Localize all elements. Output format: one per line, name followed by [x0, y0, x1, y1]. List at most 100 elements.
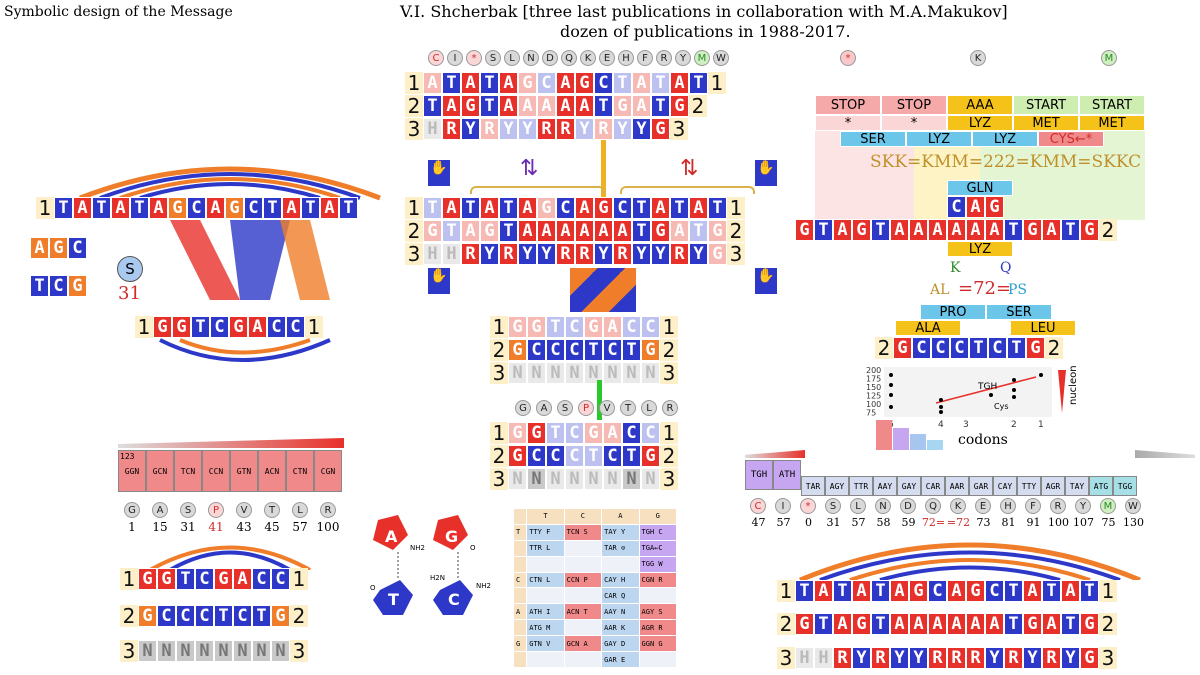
nucleotide: G [795, 219, 814, 241]
codon-cell: CAY [993, 476, 1017, 496]
nucleotide: T [814, 219, 833, 241]
nucleotide: C [556, 197, 575, 219]
nucleotide: A [442, 197, 461, 219]
row-number: 3 [1099, 647, 1117, 669]
table-cell [638, 587, 678, 605]
label-row2: MET [1013, 115, 1079, 131]
nucleotide: T [301, 197, 320, 219]
codons-label: codons [958, 432, 1008, 448]
nucleotide: T [795, 580, 814, 602]
row-number: 1 [405, 72, 423, 94]
amino-acid-circle: L [850, 498, 866, 514]
nucleotide: T [214, 605, 233, 627]
label-aaa: AAA [947, 95, 1013, 115]
nucleotide: G [641, 339, 660, 361]
nucleotide: T [499, 220, 518, 242]
table-header: G [638, 508, 678, 525]
nucleotide: Y [632, 118, 651, 140]
amino-acid-circle: H [1000, 498, 1016, 514]
nucleotide: A [928, 613, 947, 635]
codon-cell: AAY [873, 476, 897, 496]
nucleotide: R [871, 647, 890, 669]
table-cell: ACN T [563, 603, 603, 621]
nucleotide: T [252, 605, 271, 627]
nucleotide: A [985, 613, 1004, 635]
index-label: 123 [120, 452, 135, 461]
codon-number: 15 [152, 520, 168, 534]
nucleotide: A [890, 580, 909, 602]
codon-number: 45 [264, 520, 280, 534]
row-number: 3 [490, 468, 508, 490]
nucleotide: A [556, 220, 575, 242]
row-number: 2 [875, 337, 893, 359]
nucleotide: A [1023, 580, 1042, 602]
nucleotide: A [689, 197, 708, 219]
row-number: 2 [490, 445, 508, 467]
nucleotide: A [537, 220, 556, 242]
row-number: 3 [777, 647, 795, 669]
table-cell: TTR L [526, 539, 565, 557]
nucleotide: T [176, 568, 195, 590]
codon-number: 58 [876, 516, 891, 529]
green-marker [597, 380, 602, 420]
nucleotide: G [508, 339, 527, 361]
amino-acid-circle: Y [675, 50, 691, 66]
nucleotide: C [594, 72, 613, 94]
nucleotide: G [966, 580, 985, 602]
nucleotide: R [670, 243, 689, 265]
nucleotide: C [988, 337, 1007, 359]
nucleotide: A [248, 316, 267, 338]
row-number: 2 [405, 220, 423, 242]
nucleotide: G [172, 316, 191, 338]
nucleotide: A [575, 95, 594, 117]
table-cell [512, 619, 528, 637]
table-cell [563, 539, 603, 557]
codon-cell: GTN [230, 450, 258, 492]
codon-cell: TAY [1065, 476, 1089, 496]
codon-number: 91 [1026, 516, 1041, 529]
row-number: 1 [135, 316, 153, 338]
nucleotide: T [651, 72, 670, 94]
nucleotide: A [442, 95, 461, 117]
amino-acid-circle: G [124, 502, 140, 518]
row-number: 2 [660, 339, 678, 361]
nucleotide: N [233, 640, 252, 662]
codon-cell: AGR [1041, 476, 1065, 496]
nucleotide: C [176, 605, 195, 627]
nucleotide: G [225, 197, 244, 219]
nucleotide: N [565, 362, 584, 384]
table-cell [563, 651, 603, 668]
nucleotide: R [499, 243, 518, 265]
nucleotide: Y [613, 118, 632, 140]
codon-cell: AAR [945, 476, 969, 496]
table-cell: C [512, 571, 528, 589]
amino-acid-circle: T [620, 400, 636, 416]
codon-bars [910, 434, 926, 450]
codon-number: 43 [236, 520, 252, 534]
nucleotide: Y [575, 118, 594, 140]
table-cell [526, 587, 565, 605]
row-number: 1 [120, 568, 138, 590]
nucleotide: A [890, 219, 909, 241]
amino-acid-circle: I [775, 498, 791, 514]
x-tick-label: 2 [1011, 420, 1017, 430]
nucleotide: G [708, 243, 727, 265]
nucleotide: A [966, 196, 985, 218]
nucleotide: C [195, 568, 214, 590]
nucleotide: R [1004, 647, 1023, 669]
row-number: 2 [689, 95, 707, 117]
nucleotide: N [641, 362, 660, 384]
amino-acid-circle: M [1100, 498, 1116, 514]
hand-icon: ✋ [428, 160, 450, 186]
table-cell: AAR K [601, 619, 640, 637]
table-cell [512, 587, 528, 605]
table-cell [563, 555, 603, 573]
nucleotide: G [49, 237, 68, 259]
amino-acid-circle: K [580, 50, 596, 66]
